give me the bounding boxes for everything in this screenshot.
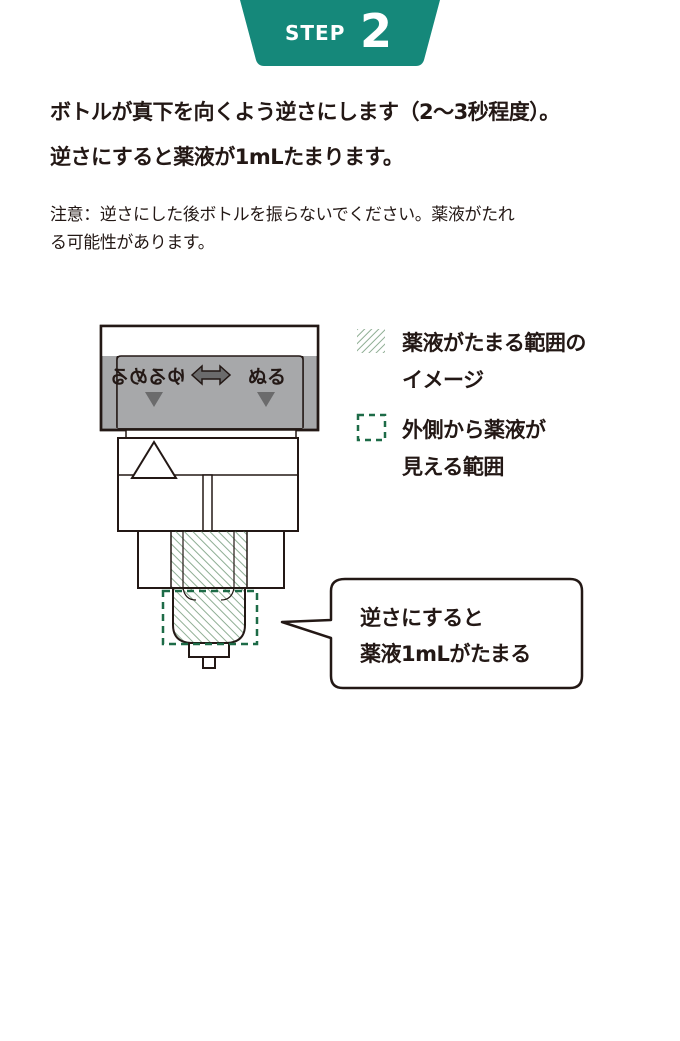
caution-line-1: 注意：逆さにした後ボトルを振らないでください。薬液がたれ xyxy=(50,205,515,225)
cap-label-open: ゆるめる xyxy=(110,366,186,388)
double-arrow-icon xyxy=(190,364,232,386)
triangle-down-right-icon xyxy=(257,392,275,407)
caution-line-2: る可能性があります。 xyxy=(50,233,215,253)
callout-line-2: 薬液1mLがたまる xyxy=(360,642,531,666)
neck xyxy=(137,530,285,589)
step-badge-shape xyxy=(240,0,440,66)
cap-label-close: ぬる xyxy=(248,366,286,388)
instruction-line-2: 逆さにすると薬液が1mLたまります。 xyxy=(50,145,404,169)
collar xyxy=(117,429,299,532)
legend-dashed-swatch xyxy=(356,413,387,442)
legend-hatch-label-1: 薬液がたまる範囲の xyxy=(402,331,586,355)
step-badge: STEP 2 xyxy=(240,0,440,66)
step-number: 2 xyxy=(360,4,393,58)
legend-hatch-swatch xyxy=(357,329,385,353)
visible-area-dashed-box xyxy=(161,589,259,646)
instruction-line-1: ボトルが真下を向くよう逆さにします（2〜3秒程度）。 xyxy=(50,100,560,124)
step-label: STEP xyxy=(285,21,346,45)
legend-dashed-label-2: 見える範囲 xyxy=(402,455,504,479)
callout-line-1: 逆さにすると xyxy=(360,606,484,630)
legend-hatch-label-2: イメージ xyxy=(402,368,484,392)
nozzle xyxy=(172,587,246,669)
bottle-diagram: ゆるめる ぬる xyxy=(99,324,584,690)
triangle-down-left-icon xyxy=(145,392,163,407)
legend-dashed-label-1: 外側から薬液が xyxy=(402,418,546,442)
triangle-up-icon xyxy=(130,440,178,479)
callout-bubble xyxy=(280,577,584,690)
